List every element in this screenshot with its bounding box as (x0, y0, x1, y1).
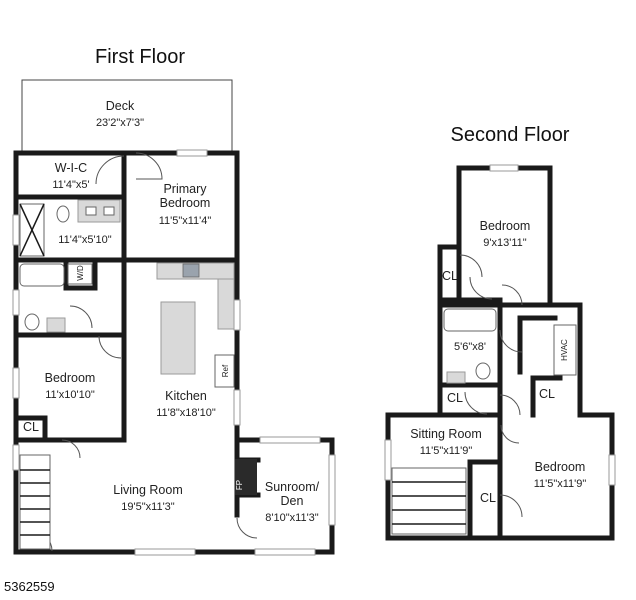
primary-bedroom-name-2: Bedroom (160, 196, 211, 210)
bedroom-bottom-name: Bedroom (535, 460, 586, 474)
second-floor-labels: Bedroom 9'x13'11" CL 5'6"x8' HVAC CL CL … (410, 219, 586, 505)
sitting-room-name: Sitting Room (410, 427, 482, 441)
bedroom-name: Bedroom (45, 371, 96, 385)
bedroom-top-name: Bedroom (480, 219, 531, 233)
bath-second-dims: 5'6"x8' (454, 341, 486, 353)
kitchen-dims: 11'8"x18'10" (156, 407, 216, 419)
sitting-room-dims: 11'5"x11'9" (420, 445, 473, 457)
living-room-dims: 19'5"x11'3" (121, 501, 174, 513)
kitchen-name: Kitchen (165, 389, 207, 403)
stairs-second-floor (391, 467, 467, 535)
stairs-first-floor (19, 454, 51, 550)
bath1-dims: 11'4"x5'10" (58, 234, 111, 246)
fp-tag: FP (235, 480, 244, 490)
first-floor-windows (12, 149, 336, 556)
second-floor-doors (459, 254, 523, 518)
wic-dims: 11'4"x5' (52, 179, 89, 191)
bedroom-top-dims: 9'x13'11" (483, 237, 526, 249)
wd-tag: W/D (76, 265, 85, 281)
primary-bedroom-dims: 11'5"x11'4" (159, 215, 212, 227)
living-room-name: Living Room (113, 483, 182, 497)
first-floor-fixtures (19, 199, 257, 550)
sunroom-dims: 8'10"x11'3" (265, 512, 318, 524)
second-floor-title: Second Floor (451, 124, 570, 146)
first-cl-tag: CL (23, 420, 39, 434)
ref-tag: Ref (221, 364, 230, 377)
deck-dims: 23'2"x7'3" (96, 117, 144, 129)
second-cl-4: CL (480, 491, 496, 505)
second-cl-3: CL (539, 387, 555, 401)
sunroom-name-1: Sunroom/ (265, 480, 320, 494)
second-floor-fixtures (391, 308, 577, 535)
bedroom-dims: 11'x10'10" (45, 389, 95, 401)
second-floor-windows (384, 164, 616, 486)
listing-id: 5362559 (4, 579, 55, 594)
second-cl-2: CL (447, 391, 463, 405)
wic-name: W-I-C (55, 161, 87, 175)
first-floor-title: First Floor (95, 46, 185, 68)
first-floor-labels: Deck 23'2"x7'3" W-I-C 11'4"x5' Primary B… (23, 99, 320, 524)
deck-name: Deck (106, 99, 135, 113)
hvac-tag: HVAC (560, 339, 569, 361)
sunroom-name-2: Den (281, 494, 304, 508)
bedroom-bottom-dims: 11'5"x11'9" (534, 478, 587, 490)
primary-bedroom-name-1: Primary (163, 182, 207, 196)
first-floor-walls (13, 150, 335, 555)
second-cl-1: CL (442, 269, 458, 283)
